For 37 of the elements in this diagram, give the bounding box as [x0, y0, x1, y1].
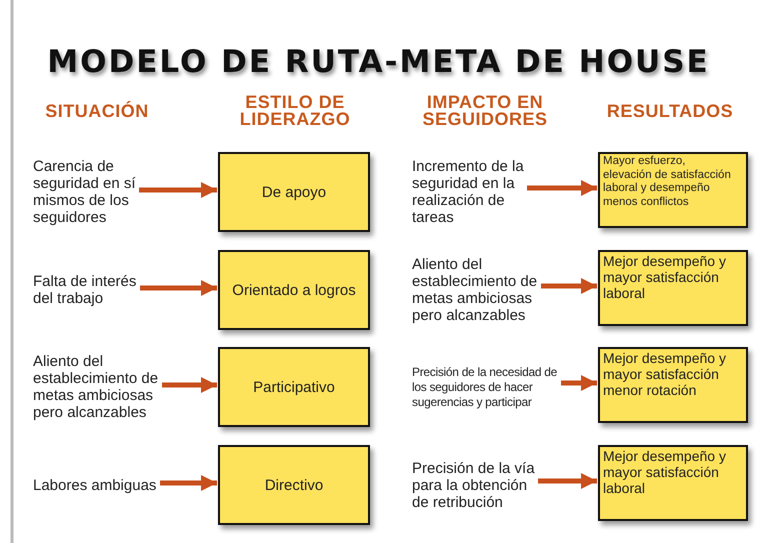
- impact-text: Incremento de la seguridad en la realización de tareas: [412, 158, 525, 226]
- situation-text: Carencia de seguridad en sí mismos de los seguidores: [33, 158, 137, 226]
- arrow: [139, 182, 217, 198]
- arrow: [140, 280, 217, 296]
- column-heading: ESTILO DE LIDERAZGO: [238, 94, 352, 128]
- style-label: De apoyo: [260, 184, 328, 200]
- result-box: [598, 250, 748, 326]
- result-box: [598, 445, 748, 521]
- style-label: Directivo: [264, 476, 324, 494]
- situation-text: Labores ambiguas: [33, 476, 158, 494]
- arrow: [162, 377, 217, 393]
- leadership-style-box: [218, 250, 370, 330]
- leadership-style-box: [218, 347, 370, 427]
- style-label: Participativo: [252, 378, 336, 396]
- result-text: Mejor desempeño y mayor satisfacción laboral: [603, 448, 727, 496]
- impact-text: Precisión de la vía para la obtención de retribución: [412, 460, 536, 510]
- impact-text: Precisión de la necesidad de los seguidores de hacer sugerencias y participar: [412, 364, 558, 410]
- style-label: Orientado a logros: [231, 282, 357, 298]
- arrow: [561, 375, 597, 391]
- column-heading: RESULTADOS: [606, 103, 734, 120]
- result-text: Mejor desempeño y mayor satisfacción laboral: [603, 253, 727, 301]
- result-box: [598, 152, 748, 228]
- impact-text: Aliento del establecimiento de metas ambiciosas pero alcanzables: [412, 256, 538, 324]
- arrow: [538, 473, 597, 489]
- arrow: [527, 180, 597, 196]
- title: MODELO DE RUTA-META DE HOUSE: [46, 44, 711, 80]
- result-text: Mayor esfuerzo, elevación de satisfacción laboral y desempeño menos conflictos: [603, 155, 731, 209]
- column-heading: IMPACTO EN SEGUIDORES: [421, 94, 549, 128]
- result-text: Mejor desempeño y mayor satisfacción menor rotación: [603, 350, 727, 398]
- column-heading: SITUACIÓN: [44, 103, 150, 120]
- situation-text: Aliento del establecimiento de metas ambiciosas pero alcanzables: [33, 353, 160, 421]
- arrow: [541, 278, 597, 294]
- arrow: [160, 475, 217, 491]
- situation-text: Falta de interés del trabajo: [33, 273, 138, 307]
- leadership-style-box: [218, 445, 370, 525]
- leadership-style-box: [218, 152, 370, 232]
- result-box: [598, 347, 748, 423]
